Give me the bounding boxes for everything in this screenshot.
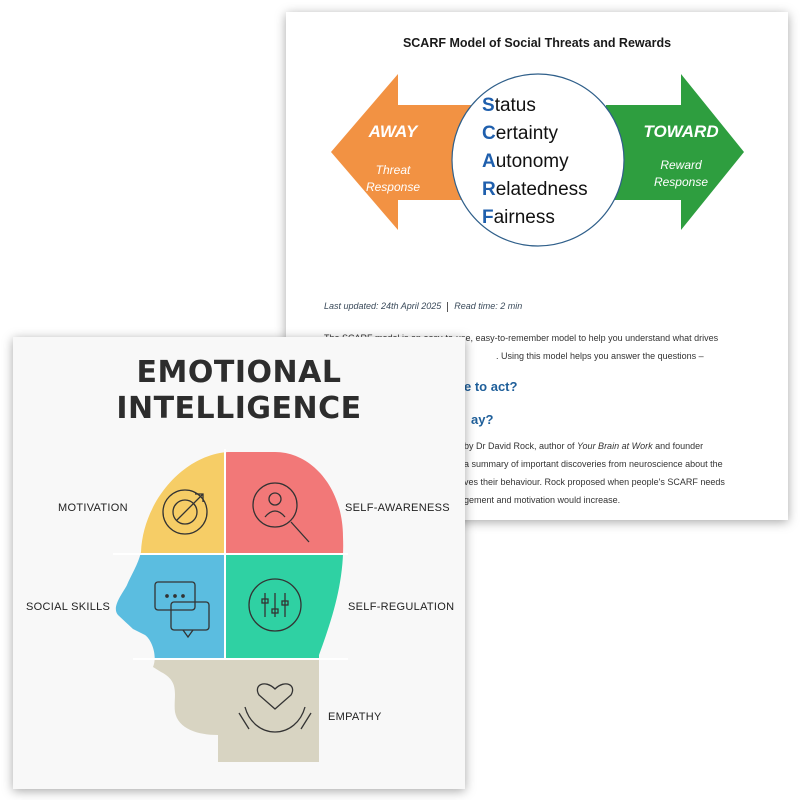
label-social-skills: SOCIAL SKILLS: [26, 601, 111, 613]
question-2: ay?: [471, 412, 494, 427]
label-self-regulation: SELF-REGULATION: [348, 601, 455, 613]
motivation-segment: [115, 452, 225, 554]
self-awareness-segment: [225, 452, 344, 554]
article-meta: Last updated: 24th April 2025 Read time: …: [324, 301, 522, 312]
label-empathy: EMPATHY: [328, 711, 382, 723]
head-diagram: [113, 449, 348, 762]
toward-label: TOWARD: [643, 122, 719, 141]
label-self-awareness: SELF-AWARENESS: [345, 502, 450, 514]
emotional-intelligence-card: EMOTIONAL INTELLIGENCE: [13, 337, 465, 789]
article-para2: by Dr David Rock, author of Your Brain a…: [464, 441, 725, 505]
away-label: AWAY: [368, 122, 418, 141]
ei-title: EMOTIONAL INTELLIGENCE: [116, 355, 362, 426]
chat-bubbles-icon: [154, 581, 210, 639]
scarf-title: SCARF Model of Social Threats and Reward…: [402, 36, 672, 50]
scarf-list: Status Certainty Autonomy Relatedness Fa…: [482, 92, 588, 232]
scarf-item-relatedness: Relatedness: [482, 179, 588, 200]
scarf-circle: [451, 73, 625, 247]
scarf-item-fairness: Fairness: [482, 207, 555, 228]
magnifier-person-icon: [252, 482, 310, 543]
article-para1: The SCARF model is an easy-to-use, easy-…: [324, 333, 719, 361]
away-sub: Threat Response: [365, 163, 421, 194]
away-arrow: [331, 74, 471, 230]
last-updated: Last updated: 24th April 2025: [324, 301, 442, 311]
gear-arrow-icon: [162, 489, 208, 535]
question-1: e to act?: [464, 379, 518, 394]
label-motivation: MOTIVATION: [58, 502, 128, 514]
self-regulation-segment: [225, 554, 344, 659]
toward-arrow: [606, 74, 744, 230]
gear-sliders-icon: [248, 578, 302, 632]
scarf-diagram: [331, 73, 744, 247]
read-time: Read time: 2 min: [454, 301, 523, 311]
heart-hands-icon: [238, 683, 312, 733]
toward-sub: Reward Response: [653, 158, 709, 189]
social-skills-segment: [115, 554, 225, 659]
scarf-item-certainty: Certainty: [482, 123, 559, 144]
empathy-segment: [115, 659, 344, 762]
scarf-item-autonomy: Autonomy: [482, 151, 569, 172]
scarf-item-status: Status: [482, 95, 536, 116]
